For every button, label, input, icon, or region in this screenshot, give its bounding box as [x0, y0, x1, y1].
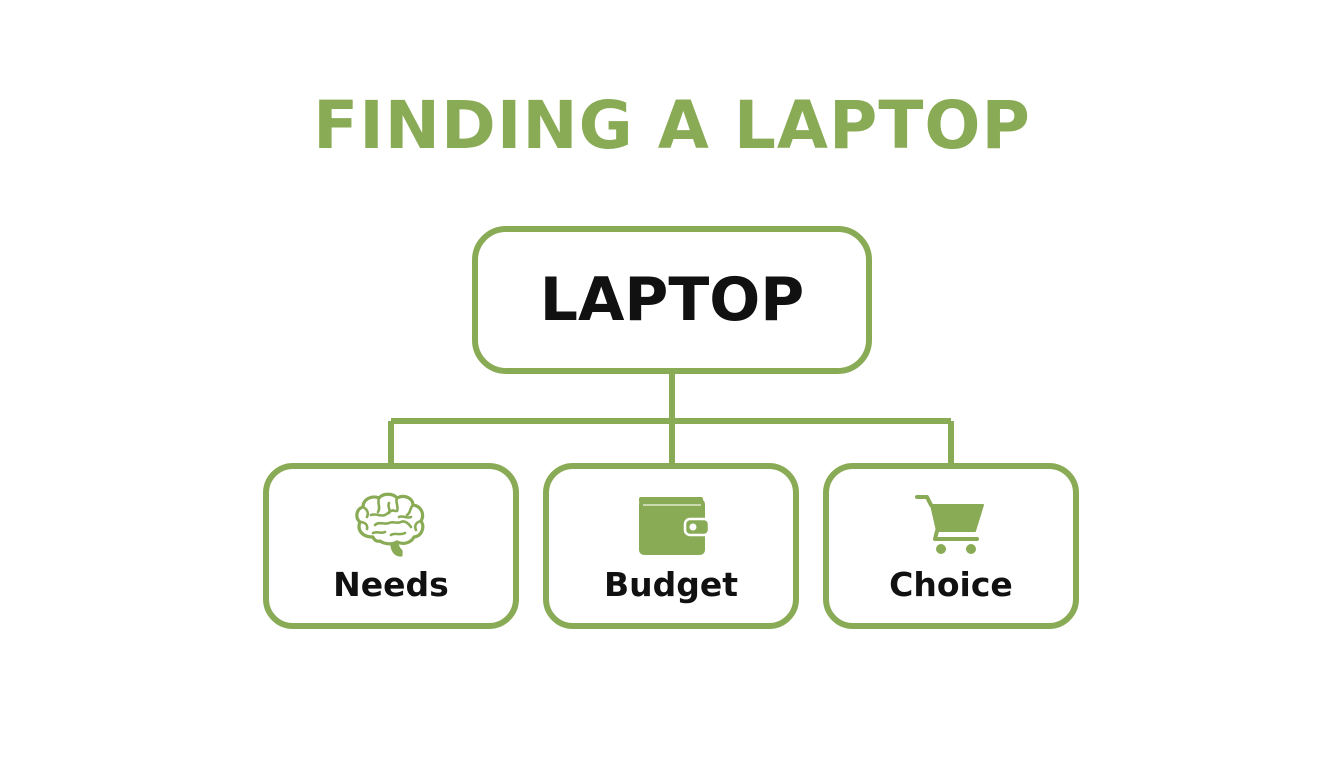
root-node-label: LAPTOP	[539, 265, 805, 335]
child-node-label-budget: Budget	[603, 565, 739, 604]
child-node-label-needs: Needs	[333, 565, 449, 604]
child-node-budget: Budget	[543, 463, 799, 629]
child-node-label-choice: Choice	[889, 565, 1013, 604]
child-node-choice: Choice	[823, 463, 1079, 629]
diagram-title: FINDING A LAPTOP	[313, 87, 1031, 164]
brain-icon	[355, 492, 425, 557]
shopping-cart-icon	[915, 495, 984, 554]
wallet-icon	[639, 497, 711, 555]
child-node-needs: Needs	[263, 463, 519, 629]
root-node-laptop: LAPTOP	[472, 226, 872, 374]
